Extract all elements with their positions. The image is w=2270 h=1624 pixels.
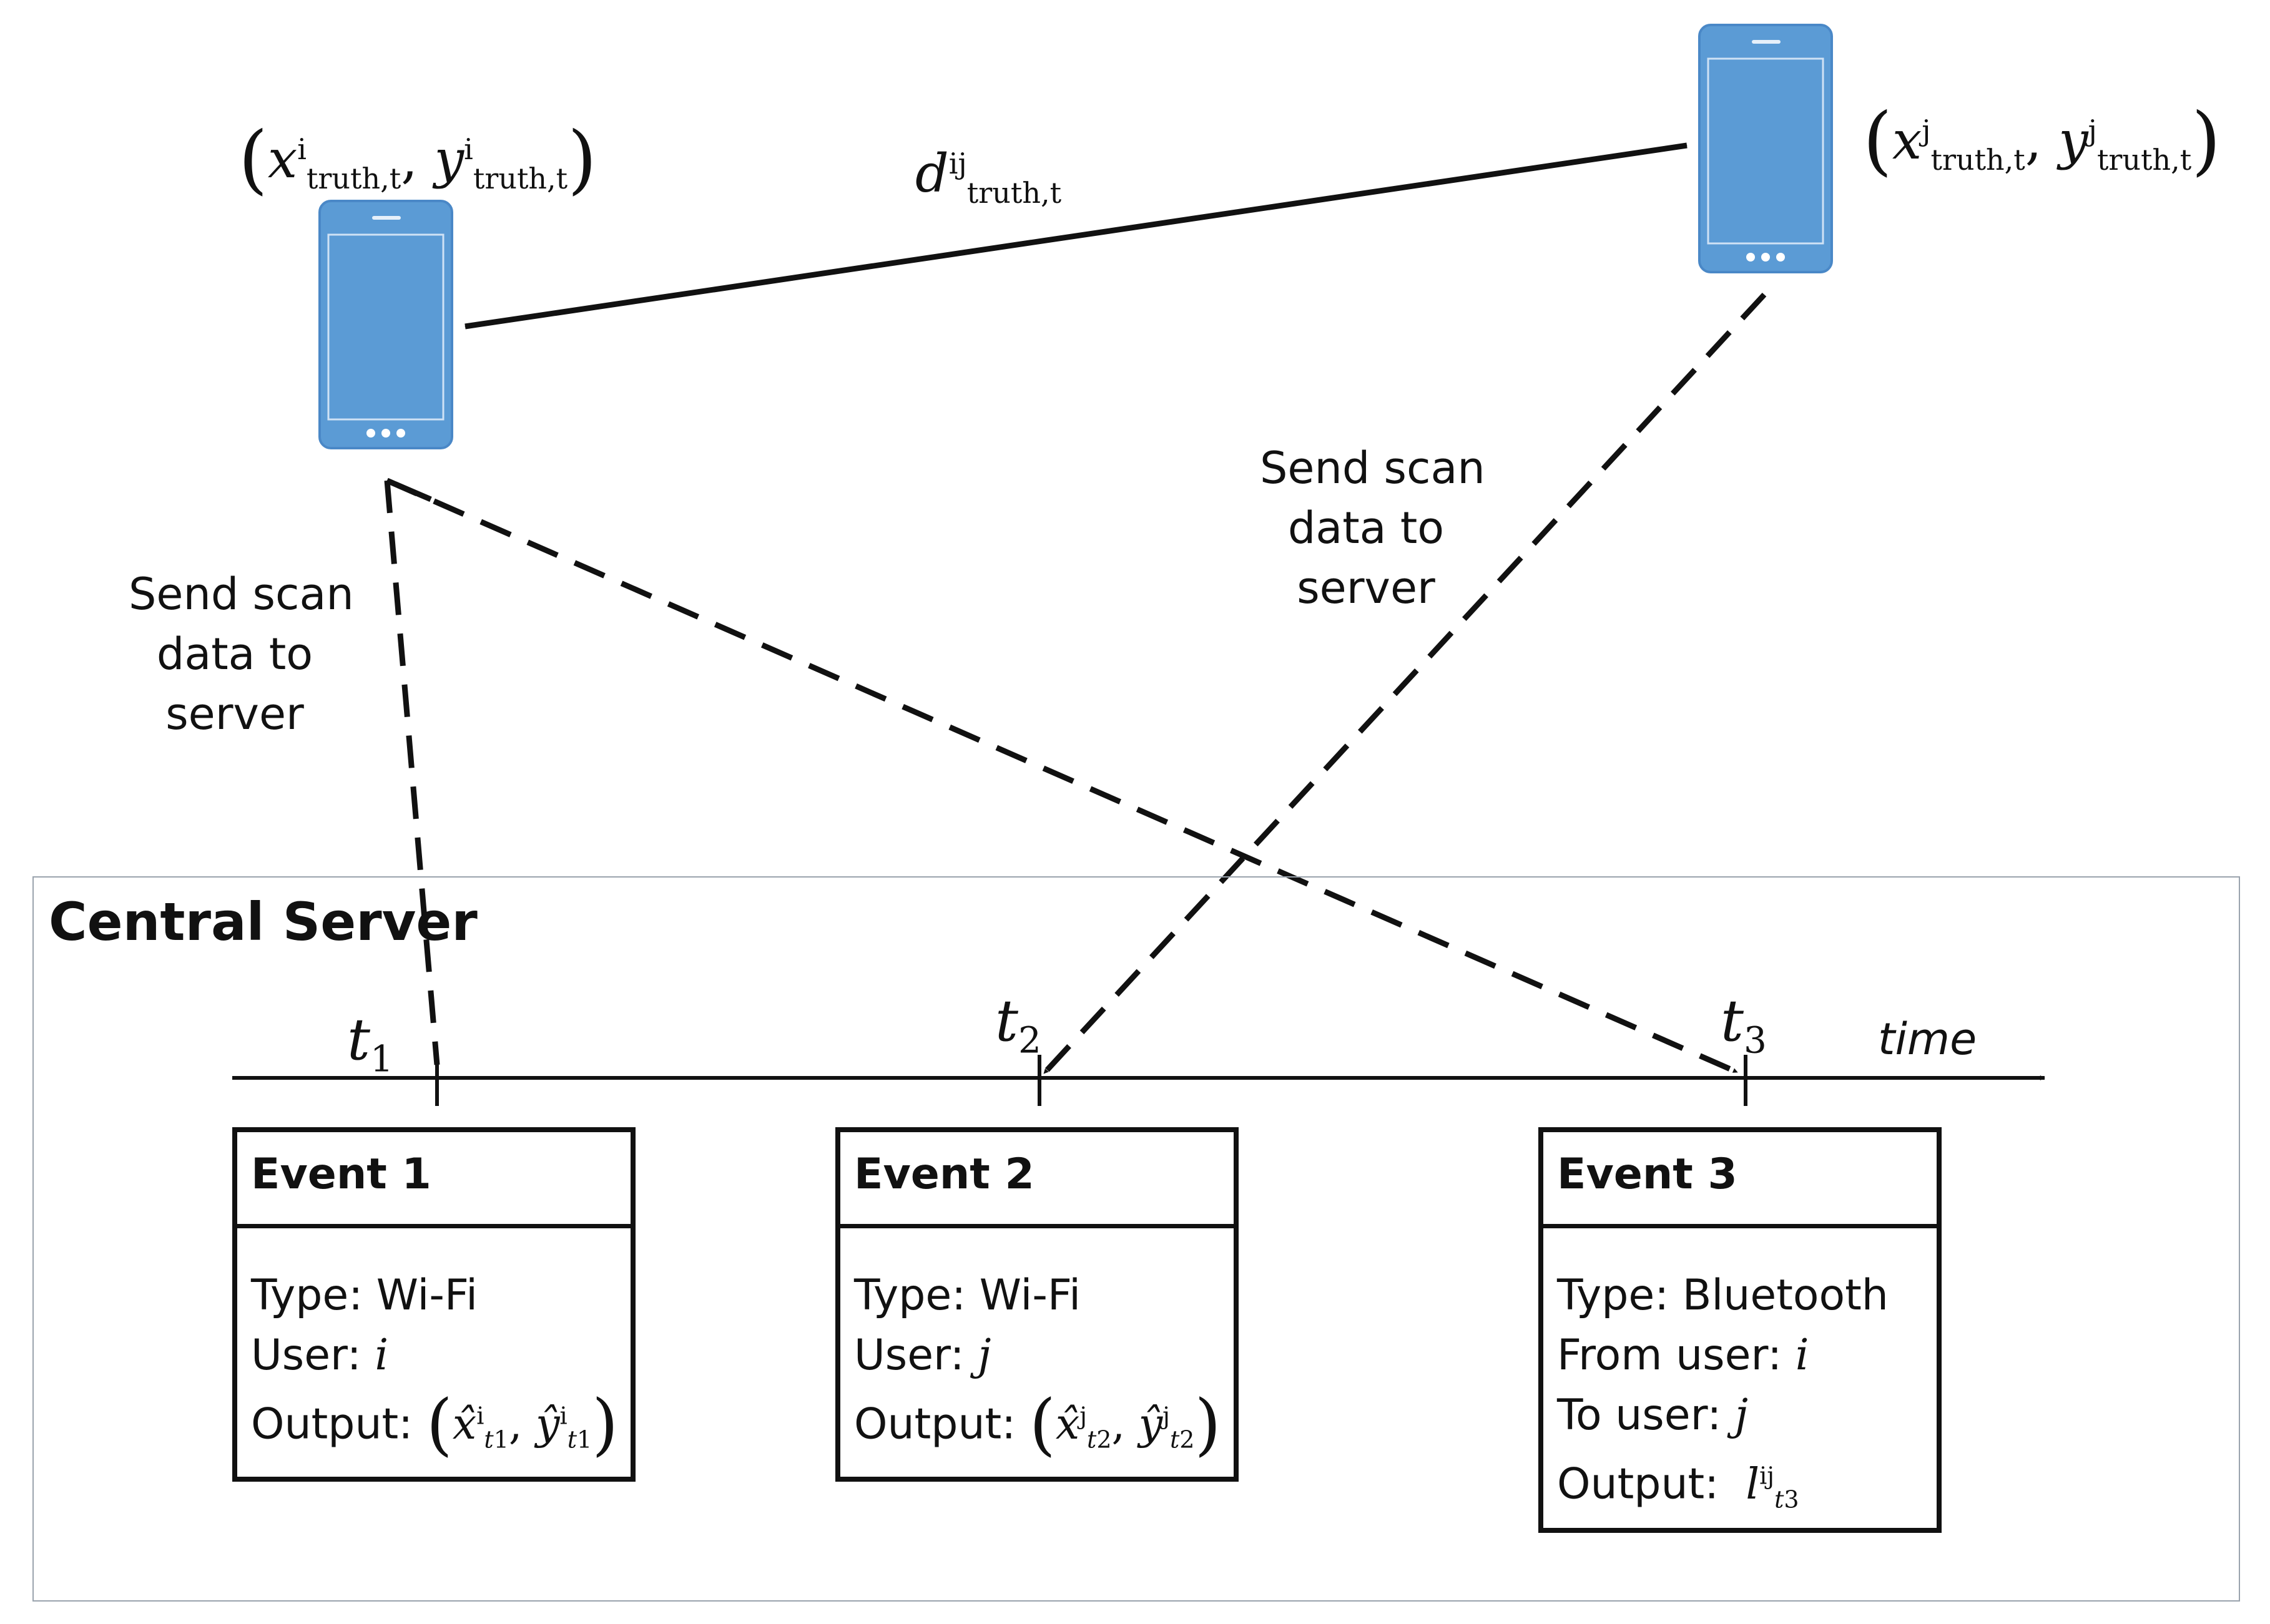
- tick-label-t1: t1: [347, 1006, 393, 1080]
- event-to-row: To user: j: [1557, 1386, 1937, 1445]
- output-expression: lijt3: [1746, 1459, 1799, 1514]
- caption-left-line: Send scan: [129, 569, 354, 620]
- central-server-panel: [32, 876, 2240, 1602]
- position-user-j: (xjtruth,t, yjtruth,t): [1863, 97, 2221, 184]
- event-from-row: From user: i: [1557, 1326, 1937, 1386]
- caption-right-line: data to: [1287, 502, 1445, 554]
- tick-t2-sub: 2: [1018, 1019, 1041, 1062]
- event-user-row: User: j: [854, 1326, 1234, 1386]
- type-label: Type:: [251, 1271, 363, 1320]
- phone-icon-user-j: [1698, 24, 1833, 273]
- output-expression: (x̂it1, ŷit1): [426, 1385, 619, 1464]
- to-label: To user:: [1557, 1391, 1722, 1440]
- caption-send-left: Send scan data to server: [129, 564, 354, 744]
- caption-left-line: server: [165, 688, 304, 740]
- event-title: Event 2: [840, 1132, 1234, 1228]
- tick-t1-sub: 1: [370, 1037, 393, 1080]
- event-title: Event 3: [1543, 1132, 1937, 1228]
- dashed-arrows: [384, 292, 1767, 1076]
- pos-j-y-sub: truth,t: [2096, 142, 2192, 177]
- event-output-row: Output: (x̂it1, ŷit1): [251, 1386, 631, 1469]
- output-x-sub: 2: [1096, 1426, 1112, 1454]
- event-user-row: User: i: [251, 1326, 631, 1386]
- output-x-sub: 1: [493, 1426, 509, 1454]
- pos-i-y-sub: truth,t: [473, 161, 568, 195]
- event-title: Event 1: [237, 1132, 631, 1228]
- pos-i-x-sub: truth,t: [306, 161, 401, 195]
- from-label: From user:: [1557, 1331, 1782, 1380]
- user-value: j: [978, 1331, 991, 1380]
- pos-i-y: y: [434, 129, 464, 190]
- output-expression: (x̂jt2, ŷjt2): [1029, 1385, 1221, 1464]
- to-value: j: [1734, 1391, 1748, 1440]
- event-body: Type: Wi-Fi User: j Output: (x̂jt2, ŷjt2…: [840, 1228, 1234, 1469]
- output-base: l: [1746, 1459, 1760, 1509]
- tick-t3-sub: 3: [1743, 1019, 1767, 1062]
- output-y-sup: i: [559, 1402, 568, 1429]
- output-sub: 3: [1784, 1485, 1799, 1514]
- type-value: Wi-Fi: [376, 1271, 478, 1320]
- type-label: Type:: [854, 1271, 966, 1320]
- dashed-arrow-i-to-event3: [386, 477, 1739, 1075]
- time-axis-label: time: [1878, 1014, 1977, 1065]
- caption-left-line: data to: [156, 629, 313, 680]
- output-y-sub: 1: [576, 1426, 592, 1454]
- distance-label: dijtruth,t: [915, 147, 1061, 207]
- tick-t1-base: t: [347, 1006, 370, 1073]
- user-value: i: [375, 1331, 389, 1380]
- distance-sup: ij: [948, 147, 967, 180]
- output-y-sub: 2: [1179, 1426, 1195, 1454]
- pos-i-y-sup: i: [464, 132, 473, 166]
- pos-i-x: x: [267, 129, 298, 190]
- pos-j-x: x: [1892, 110, 1922, 171]
- event-box-2: Event 2 Type: Wi-Fi User: j Output: (x̂j…: [835, 1127, 1239, 1482]
- dashed-arrow-j-to-event2: [1041, 292, 1767, 1076]
- event-output-row: Output: lijt3: [1557, 1445, 1937, 1529]
- output-label: Output:: [854, 1399, 1016, 1449]
- pos-j-y-sup: j: [2088, 114, 2097, 147]
- output-label: Output:: [1557, 1459, 1719, 1509]
- event-type-row: Type: Wi-Fi: [251, 1266, 631, 1326]
- caption-right-line: server: [1297, 562, 1435, 614]
- distance-sub: truth,t: [966, 175, 1062, 210]
- phone-icon-user-i: [318, 200, 453, 449]
- output-x-sup: j: [1079, 1402, 1088, 1429]
- user-label: User:: [251, 1331, 361, 1380]
- tick-label-t3: t3: [1721, 987, 1767, 1061]
- event-box-1: Event 1 Type: Wi-Fi User: i Output: (x̂i…: [232, 1127, 636, 1482]
- event-type-row: Type: Wi-Fi: [854, 1266, 1234, 1326]
- pos-i-x-sup: i: [297, 132, 307, 166]
- server-title: Central Server: [49, 891, 478, 952]
- position-user-i: (xitruth,t, yitruth,t): [238, 116, 597, 203]
- pos-j-x-sup: j: [1922, 114, 1931, 147]
- dashed-arrow-i-to-event1: [384, 480, 440, 1065]
- pos-j-y: y: [2058, 110, 2088, 171]
- event-type-row: Type: Bluetooth: [1557, 1266, 1937, 1326]
- output-label: Output:: [251, 1399, 413, 1449]
- distance-base: d: [915, 143, 949, 204]
- output-sup: ij: [1759, 1462, 1775, 1489]
- output-x-sup: i: [476, 1402, 484, 1429]
- caption-send-right: Send scan data to server: [1260, 438, 1485, 618]
- tick-label-t2: t2: [995, 987, 1041, 1061]
- tick-t2-base: t: [995, 987, 1018, 1054]
- tick-t3-base: t: [1721, 987, 1744, 1054]
- type-label: Type:: [1557, 1271, 1669, 1320]
- distance-arrow: [464, 142, 1688, 330]
- type-value: Wi-Fi: [979, 1271, 1081, 1320]
- event-output-row: Output: (x̂jt2, ŷjt2): [854, 1386, 1234, 1469]
- caption-right-line: Send scan: [1260, 443, 1485, 494]
- type-value: Bluetooth: [1682, 1271, 1889, 1320]
- from-value: i: [1795, 1331, 1809, 1380]
- pos-j-x-sub: truth,t: [1930, 142, 2025, 177]
- output-y-sup: j: [1162, 1402, 1170, 1429]
- user-label: User:: [854, 1331, 965, 1380]
- event-box-3: Event 3 Type: Bluetooth From user: i To …: [1538, 1127, 1942, 1533]
- event-body: Type: Bluetooth From user: i To user: j …: [1543, 1228, 1937, 1529]
- event-body: Type: Wi-Fi User: i Output: (x̂it1, ŷit1…: [237, 1228, 631, 1469]
